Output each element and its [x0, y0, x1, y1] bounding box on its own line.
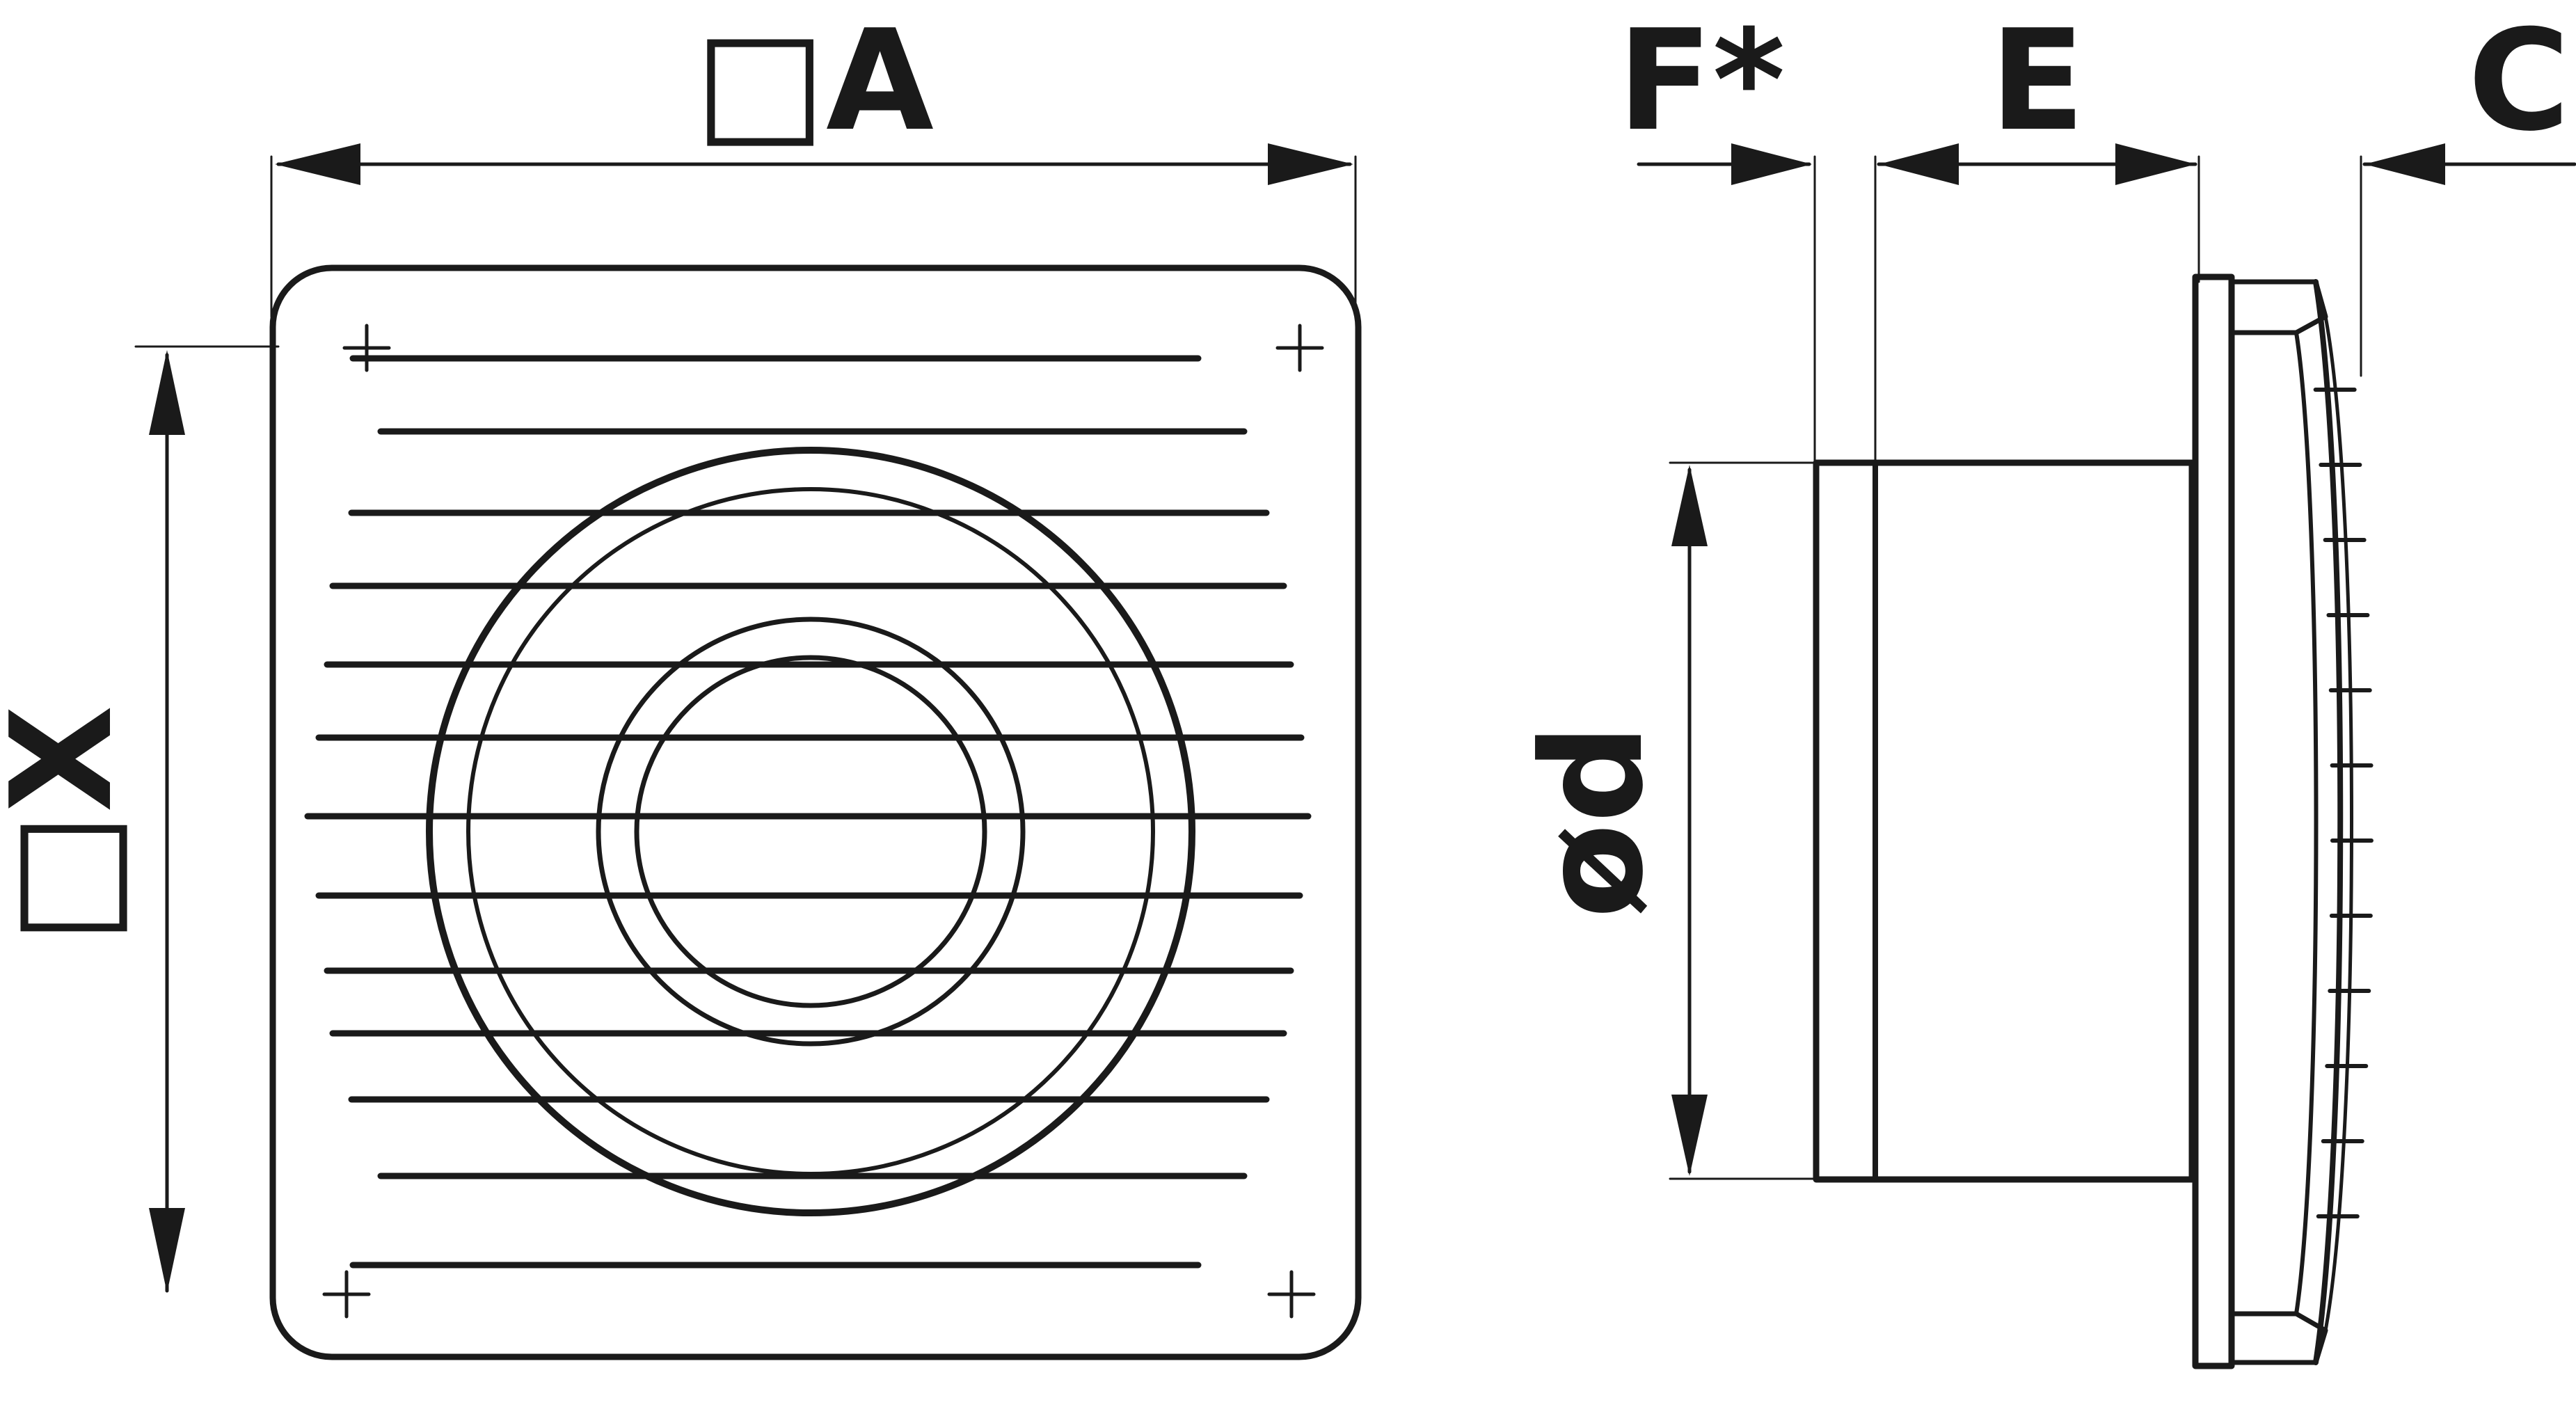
frame-bottom-block: [2229, 1311, 2328, 1365]
grille-frame: [269, 264, 1362, 1360]
arrowhead-d-top: [1671, 465, 1708, 546]
dimension-label-d: ød: [1512, 724, 1674, 919]
outer-ring: [426, 447, 1195, 1216]
grille-back-plate: [2192, 273, 2235, 1369]
grille-profile-outer: [2313, 279, 2344, 1365]
front-view: □A □X: [0, 0, 1362, 1360]
dimension-label-c: C: [2468, 0, 2570, 162]
grille-profile-inner: [2294, 331, 2319, 1316]
arrowhead-f: [1731, 143, 1812, 185]
arrowhead-a-right: [1268, 143, 1353, 185]
middle-ring: [596, 617, 1026, 1047]
side-view: F* E C ød: [1512, 0, 2576, 1369]
outer-ring-inner-edge: [466, 487, 1155, 1176]
spigot-body: [1813, 459, 2195, 1183]
arrowhead-e-left: [1879, 143, 1959, 185]
dimension-label-f: F*: [1617, 0, 1785, 162]
arrowhead-x-top: [149, 350, 185, 435]
screw-hole-icon: [322, 1270, 371, 1319]
grille-slots: [304, 355, 1312, 1269]
screw-hole-icon: [342, 324, 391, 372]
screw-hole-icon: [1267, 1270, 1316, 1319]
hub-ring: [634, 655, 987, 1008]
arrowhead-x-bottom: [149, 1208, 185, 1293]
arrowhead-d-bottom: [1671, 1095, 1708, 1176]
arrowhead-a-left: [275, 143, 360, 185]
dimension-label-a: □A: [694, 0, 934, 162]
grille-slot-ticks: [2313, 388, 2374, 1218]
dimension-label-x: □X: [0, 705, 143, 944]
frame-top-block: [2229, 279, 2328, 335]
dimension-label-e: E: [1990, 0, 2085, 162]
arrowhead-c: [2364, 143, 2445, 185]
screw-holes: [322, 324, 1324, 1319]
arrowhead-e-right: [2115, 143, 2196, 185]
screw-hole-icon: [1275, 324, 1324, 372]
